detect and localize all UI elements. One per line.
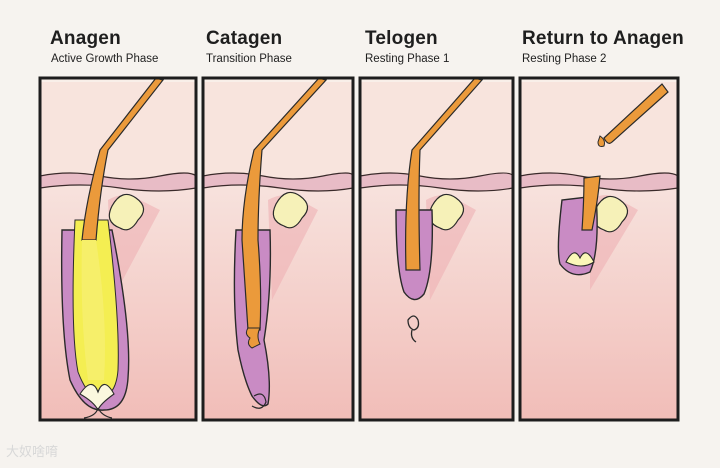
- panel-catagen: [203, 78, 353, 420]
- panel-telogen: [360, 78, 513, 420]
- panel-anagen: [40, 78, 196, 420]
- panel-return-to-anagen: [520, 78, 678, 420]
- watermark: 大奴啥唷: [6, 441, 58, 460]
